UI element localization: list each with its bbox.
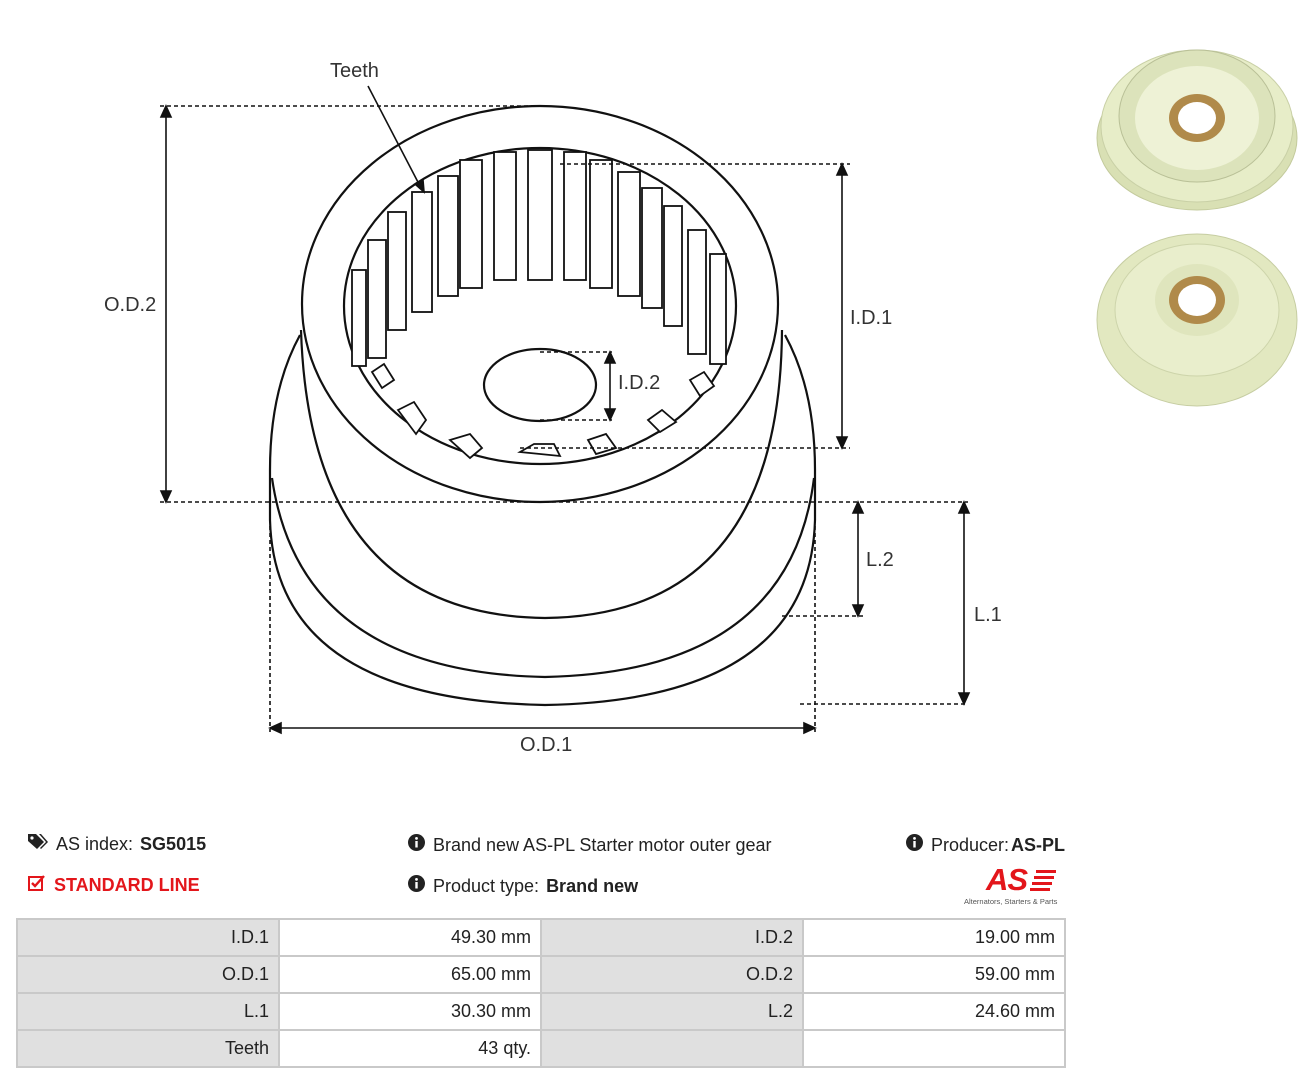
id2-label: I.D.2 <box>618 372 660 394</box>
spec-label: O.D.1 <box>18 957 278 992</box>
logo-mark: AS <box>986 862 1028 897</box>
od1-label: O.D.1 <box>520 734 572 756</box>
product-photo-top <box>1096 49 1298 211</box>
standard-line-text: STANDARD LINE <box>54 875 200 895</box>
spec-value: 24.60 mm <box>804 994 1064 1029</box>
table-row: I.D.1 49.30 mm I.D.2 19.00 mm <box>18 920 1064 955</box>
table-row: Teeth 43 qty. <box>18 1031 1064 1066</box>
standard-line: STANDARD LINE <box>28 875 200 896</box>
spec-label: I.D.2 <box>542 920 802 955</box>
description: Brand new AS-PL Starter motor outer gear <box>408 834 772 856</box>
producer-value: AS-PL <box>1011 834 1066 855</box>
spec-value: 49.30 mm <box>280 920 540 955</box>
spec-label <box>542 1031 802 1066</box>
spec-label: I.D.1 <box>18 920 278 955</box>
as-index: AS index: SG5015 <box>28 834 206 855</box>
as-index-value: SG5015 <box>140 834 207 854</box>
spec-value: 43 qty. <box>280 1031 540 1066</box>
l1-label: L.1 <box>974 604 1002 626</box>
spec-table: I.D.1 49.30 mm I.D.2 19.00 mm O.D.1 65.0… <box>16 918 1066 1068</box>
spec-label: L.1 <box>18 994 278 1029</box>
spec-value: 65.00 mm <box>280 957 540 992</box>
l2-label: L.2 <box>866 549 894 571</box>
spec-value: 59.00 mm <box>804 957 1064 992</box>
info-icon <box>408 834 425 856</box>
od2-label: O.D.2 <box>104 294 156 316</box>
spec-value: 30.30 mm <box>280 994 540 1029</box>
check-square-icon <box>28 875 46 896</box>
producer: Producer: AS-PL <box>906 834 1065 856</box>
info-icon <box>906 834 923 856</box>
spec-value <box>804 1031 1064 1066</box>
logo-stripes <box>1030 870 1056 891</box>
logo-tagline: Alternators, Starters & Parts <box>964 897 1058 906</box>
producer-label: Producer: <box>931 834 1010 855</box>
id1-label: I.D.1 <box>850 307 892 329</box>
spec-value: 19.00 mm <box>804 920 1064 955</box>
teeth-label: Teeth <box>330 60 379 82</box>
product-type: Product type: Brand new <box>408 875 638 897</box>
product-type-label: Product type: <box>433 875 540 896</box>
tags-icon <box>28 834 48 855</box>
table-row: O.D.1 65.00 mm O.D.2 59.00 mm <box>18 957 1064 992</box>
as-pl-logo: AS Alternators, Starters & Parts <box>964 864 1068 908</box>
description-text: Brand new AS-PL Starter motor outer gear <box>433 834 772 855</box>
spec-label: L.2 <box>542 994 802 1029</box>
table-row: L.1 30.30 mm L.2 24.60 mm <box>18 994 1064 1029</box>
product-photo-bottom <box>1096 233 1298 407</box>
info-icon <box>408 875 425 897</box>
technical-drawing: Teeth O.D.2 I.D.1 I.D.2 L.2 L.1 O.D.1 <box>104 60 1002 756</box>
spec-label: O.D.2 <box>542 957 802 992</box>
spec-label: Teeth <box>18 1031 278 1066</box>
as-index-label: AS index: <box>56 834 134 854</box>
product-type-value: Brand new <box>546 875 639 896</box>
